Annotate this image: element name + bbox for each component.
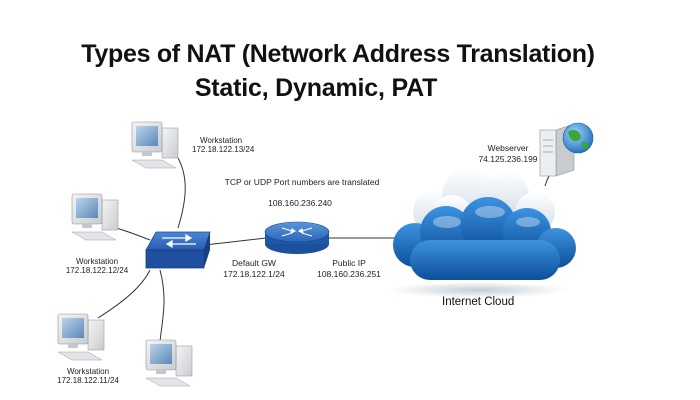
workstation-top-name: Workstation bbox=[200, 136, 243, 145]
cloud-shadow bbox=[388, 282, 568, 298]
public-ip-value: 108.160.236.251 bbox=[317, 269, 381, 279]
cable-top-workstation bbox=[177, 157, 186, 229]
workstation-top-label: Workstation 172.18.122.13/24 bbox=[192, 136, 254, 154]
gateway-ip: 172.18.122.1/24 bbox=[223, 269, 285, 279]
annotation-text: TCP or UDP Port numbers are translated bbox=[224, 177, 380, 187]
cloud-icon bbox=[393, 169, 576, 280]
webserver-label: Webserver 74.125.236.199 bbox=[468, 143, 548, 165]
workstation-icon bbox=[145, 339, 193, 387]
gateway-label: Default GW 172.18.122.1/24 bbox=[214, 258, 294, 280]
workstation-mid-label: Workstation 172.18.122.12/24 bbox=[62, 257, 132, 275]
page-subtitle: Static, Dynamic, PAT bbox=[194, 74, 438, 102]
globe-icon bbox=[562, 122, 594, 154]
workstation-icon bbox=[57, 313, 105, 361]
workstation-icon bbox=[131, 121, 179, 169]
workstation-top-ip: 172.18.122.13/24 bbox=[192, 145, 255, 154]
workstation-mid-name: Workstation bbox=[75, 257, 119, 266]
workstation-bottom-name: Workstation bbox=[66, 367, 110, 376]
workstation-bottom-label: Workstation 172.18.122.11/24 bbox=[48, 367, 128, 385]
gateway-name: Default GW bbox=[232, 258, 276, 268]
cable-switch-router bbox=[204, 237, 267, 246]
public-ip-label: Public IP 108.160.236.251 bbox=[306, 258, 392, 280]
webserver-ip: 74.125.236.199 bbox=[478, 154, 538, 164]
router-icon bbox=[264, 221, 330, 254]
workstation-mid-ip: 172.18.122.12/24 bbox=[65, 266, 129, 275]
router-ip: 108.160.236.240 bbox=[268, 198, 332, 208]
cable-bottom-left-workstation bbox=[97, 269, 151, 319]
public-ip-name: Public IP bbox=[332, 258, 366, 268]
webserver-name: Webserver bbox=[487, 143, 529, 153]
cable-bottom-workstation bbox=[159, 269, 165, 343]
workstation-bottom-ip: 172.18.122.11/24 bbox=[57, 376, 119, 385]
cloud-label: Internet Cloud bbox=[442, 296, 515, 308]
page-title: Types of NAT (Network Address Translatio… bbox=[81, 40, 595, 68]
switch-icon bbox=[145, 231, 211, 269]
workstation-icon bbox=[71, 193, 119, 241]
